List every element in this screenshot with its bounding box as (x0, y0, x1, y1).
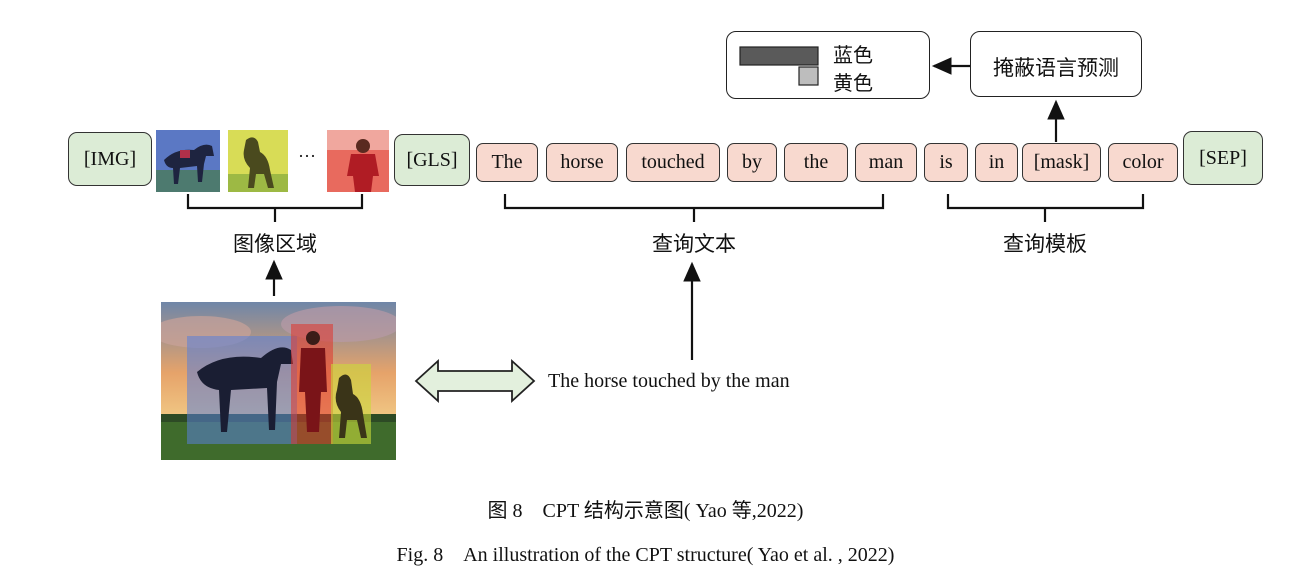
token-man: man (855, 143, 917, 182)
scene-photo-image (161, 302, 396, 460)
image-regions-label: 图像区域 (233, 232, 317, 256)
caption-en: Fig. 8 An illustration of the CPT struct… (396, 544, 895, 566)
region-patch-horse (156, 130, 220, 192)
region-patch-man (327, 130, 389, 192)
sentence-text: The horse touched by the man (548, 370, 790, 392)
token-gls: [GLS] (394, 134, 470, 186)
color-prediction-box: 蓝色 黄色 (726, 31, 930, 99)
caption-zh: 图 8 CPT 结构示意图( Yao 等,2022) (487, 500, 804, 522)
token-horse: horse (546, 143, 618, 182)
token-sep: [SEP] (1183, 131, 1263, 185)
token-by: by (727, 143, 777, 182)
token-touched: touched (626, 143, 720, 182)
token-the: The (476, 143, 538, 182)
ellipsis: ··· (298, 146, 316, 166)
scene-photo (161, 302, 396, 460)
double-arrow (414, 358, 536, 404)
color-bars-icon (739, 46, 819, 86)
image-regions-bracket (186, 194, 364, 222)
token-in: in (975, 143, 1018, 182)
token-mask: [mask] (1022, 143, 1101, 182)
token-the: the (784, 143, 848, 182)
token-color: color (1108, 143, 1178, 182)
query-text-label: 查询文本 (652, 232, 736, 256)
query-template-bracket (946, 194, 1145, 222)
horse-patch-icon (156, 130, 220, 192)
query-template-label: 查询模板 (1003, 232, 1087, 256)
token-img: [IMG] (68, 132, 152, 186)
query-text-bracket (503, 194, 885, 222)
yellow-label: 黄色 (833, 73, 873, 95)
dog-patch-icon (228, 130, 288, 192)
mlm-box: 掩蔽语言预测 (970, 31, 1142, 97)
man-patch-icon (327, 130, 389, 192)
mlm-label: 掩蔽语言预测 (993, 56, 1119, 80)
blue-label: 蓝色 (833, 45, 873, 67)
region-patch-dog (228, 130, 288, 192)
token-is: is (924, 143, 968, 182)
